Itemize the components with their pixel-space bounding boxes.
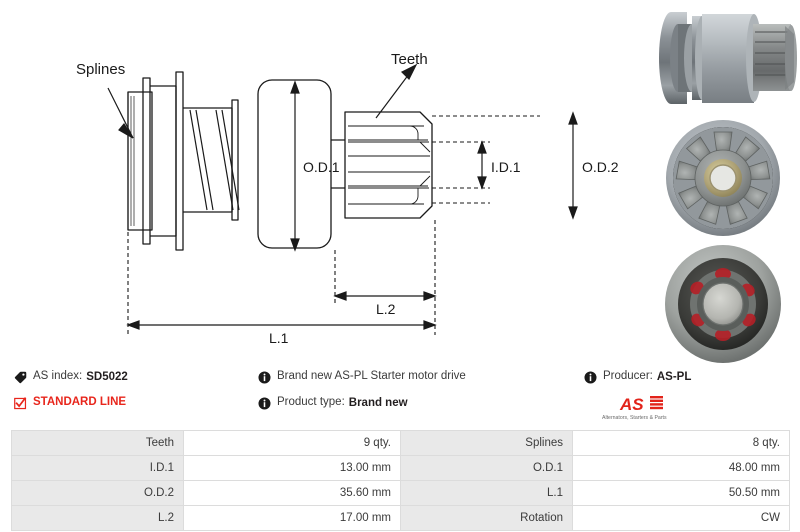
table-row: L.2 17.00 mm Rotation CW [11,505,790,531]
spec-label: L.1 [400,480,573,506]
standard-line-label: STANDARD LINE [33,396,127,409]
spec-label: Rotation [400,505,573,531]
drawing-label-od1: O.D.1 [303,159,340,175]
spec-value: 50.50 mm [572,480,790,506]
standard-line-badge: STANDARD LINE [14,391,254,415]
photo-spline-rear-view[interactable] [645,242,800,364]
product-type-line: Product type: Brand new [258,391,558,415]
info-column-index: AS index: SD5022 STANDARD LINE [14,365,254,415]
spec-table-body: Teeth 9 qty. Splines 8 qty. I.D.1 13.00 … [11,430,790,531]
technical-drawing: Splines Teeth O.D.1 I.D.1 O.D.2 L.1 L.2 [76,51,619,346]
info-column-producer: Producer: AS-PL AS Alternators, Starters… [558,365,788,423]
spec-label: Teeth [11,430,184,456]
spec-value: 17.00 mm [183,505,401,531]
info-icon [258,370,271,384]
drawing-label-od2: O.D.2 [582,159,619,175]
drawing-label-teeth: Teeth [391,51,428,68]
spec-label: Splines [400,430,573,456]
as-index-line: AS index: SD5022 [14,365,254,389]
photo-pinion-front-view[interactable] [645,116,800,238]
drawing-label-id1: I.D.1 [491,159,521,175]
info-column-description: Brand new AS-PL Starter motor drive Prod… [258,365,558,415]
product-photo-gallery [645,0,800,365]
product-info-row: AS index: SD5022 STANDARD LINE [0,365,800,430]
producer-line: Producer: AS-PL [558,365,788,389]
brand-logo-text: AS [619,395,644,414]
info-icon [584,370,597,384]
as-index-label: AS index: [33,370,83,383]
spec-value: 8 qty. [572,430,790,456]
drawing-label-splines: Splines [76,61,125,78]
spec-label: O.D.2 [11,480,184,506]
product-type-value: Brand new [348,397,408,409]
product-type-label: Product type: [277,396,345,409]
spec-value: 35.60 mm [183,480,401,506]
starter-drive-cross-section-diagram: Splines Teeth O.D.1 I.D.1 O.D.2 L.1 L.2 [76,51,619,346]
drawing-label-l2: L.2 [376,301,396,317]
spec-value: 13.00 mm [183,455,401,481]
checkbox-checked-icon [14,396,27,410]
spec-label: I.D.1 [11,455,184,481]
info-icon [258,396,271,410]
table-row: Teeth 9 qty. Splines 8 qty. [11,430,790,456]
specification-table: Teeth 9 qty. Splines 8 qty. I.D.1 13.00 … [11,430,790,531]
drawing-label-l1: L.1 [269,330,289,346]
product-description: Brand new AS-PL Starter motor drive [277,370,466,383]
table-row: I.D.1 13.00 mm O.D.1 48.00 mm [11,455,790,481]
producer-value: AS-PL [656,371,692,383]
photo-starter-drive-side-view[interactable] [645,2,800,114]
spec-value: 9 qty. [183,430,401,456]
description-line: Brand new AS-PL Starter motor drive [258,365,558,389]
as-index-value: SD5022 [86,371,128,383]
spec-label: O.D.1 [400,455,573,481]
brand-tagline: Alternators, Starters & Parts [602,415,667,421]
table-row: O.D.2 35.60 mm L.1 50.50 mm [11,480,790,506]
spec-value: 48.00 mm [572,455,790,481]
spec-label: L.2 [11,505,184,531]
spec-value: CW [572,505,790,531]
tag-icon [14,371,27,384]
as-pl-logo: AS Alternators, Starters & Parts [558,393,788,423]
producer-label: Producer: [603,370,653,383]
